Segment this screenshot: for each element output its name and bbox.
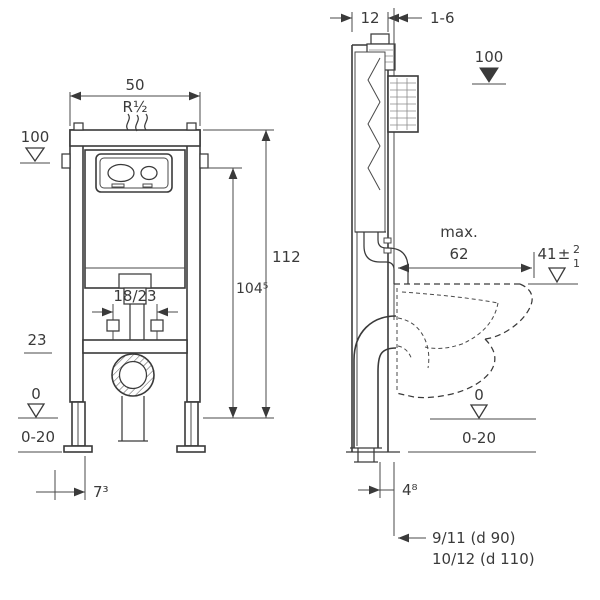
level-100-label: 100 xyxy=(475,48,504,66)
level-0-label: 0 xyxy=(31,385,41,403)
front-frame xyxy=(61,122,209,403)
level-0-label: 0 xyxy=(474,386,484,404)
front-view: 50 R½ 100 112 104⁵ 18/23 xyxy=(18,76,301,501)
height-1045-label: 104⁵ xyxy=(236,281,268,297)
frame-bolt-left xyxy=(73,122,84,131)
max-label: max. xyxy=(440,223,477,241)
floor-levels-side: 0 0-20 xyxy=(408,386,536,453)
foot-plate-right xyxy=(176,445,206,453)
bowl-height-label: 41 xyxy=(537,245,556,263)
level-100-side: 100 xyxy=(472,48,506,85)
outlet-height-label: 23 xyxy=(27,331,46,349)
level-triangle-icon xyxy=(547,267,567,284)
level-triangle-filled-icon xyxy=(479,67,499,83)
drain-offset-d110-label: 10/12 (d 110) xyxy=(432,550,535,568)
fixing-spacing-label: 18/23 xyxy=(113,287,156,305)
flush-button-small xyxy=(140,165,158,181)
finished-wall-label: 1-6 xyxy=(430,9,455,27)
bowl-depth-dimension: max. 62 xyxy=(398,223,535,278)
drain-elbow-side xyxy=(350,315,397,463)
foot-offset-label: 7³ xyxy=(93,483,109,501)
frame-bolt-right xyxy=(186,122,197,131)
height-112-dimension: 112 xyxy=(203,129,301,419)
water-connection-label: R½ xyxy=(123,98,148,116)
fixing-spacing-dimension: 18/23 xyxy=(92,287,178,320)
depth-dimension: 12 xyxy=(330,9,410,32)
cistern-side xyxy=(354,51,392,254)
drain-offset-labels: 9/11 (d 90) 10/12 (d 110) xyxy=(398,529,535,568)
flush-pipe-side xyxy=(363,232,409,284)
floor-range-label: 0-20 xyxy=(21,428,55,446)
height-112-label: 112 xyxy=(272,248,301,266)
side-view: 12 1-6 100 xyxy=(330,8,580,568)
flush-button-large xyxy=(107,163,135,183)
drain-wall-offset-label: 4⁸ xyxy=(402,481,418,499)
height-1045-dimension: 104⁵ xyxy=(203,167,268,418)
plus-minus-label: ± xyxy=(558,245,571,263)
drain-wall-offset-dimension: 4⁸ xyxy=(358,462,418,536)
foot-offset-dimension: 7³ xyxy=(36,456,109,501)
frame-legs xyxy=(63,401,206,453)
width-label: 50 xyxy=(125,76,144,94)
level-triangle-icon xyxy=(24,147,46,163)
level-100-front: 100 xyxy=(20,128,50,164)
toilet-bowl-outline xyxy=(394,283,533,399)
level-100-label: 100 xyxy=(21,128,50,146)
floor-levels-front: 0 0-20 xyxy=(18,385,62,453)
depth-label: 12 xyxy=(360,9,379,27)
bowl-height-dimension: 41 ± 2 1 xyxy=(528,243,580,285)
drain-socket-front xyxy=(111,353,155,442)
finished-wall-dimension: 1-6 xyxy=(393,8,455,30)
level-triangle-icon xyxy=(469,404,489,420)
foot-plate-left xyxy=(63,445,93,453)
outlet-height-dimension: 23 xyxy=(24,331,52,354)
bowl-depth-label: 62 xyxy=(449,245,468,263)
bracket-tab-left xyxy=(61,153,71,169)
fixing-rods xyxy=(106,304,164,340)
flush-plate-front xyxy=(95,153,173,193)
tolerance-lower-label: 1 xyxy=(573,257,580,270)
level-triangle-icon xyxy=(26,403,46,419)
drain-offset-d90-label: 9/11 (d 90) xyxy=(432,529,516,547)
width-dimension: 50 R½ xyxy=(69,76,201,126)
wall-rail-top xyxy=(370,33,390,45)
tolerance-upper-label: 2 xyxy=(573,243,580,256)
bracket-tab-right xyxy=(199,153,209,169)
flush-plate-side xyxy=(387,75,419,133)
steam-icon xyxy=(126,113,148,132)
mounting-crossbar xyxy=(82,339,188,354)
floor-range-label: 0-20 xyxy=(462,429,496,447)
